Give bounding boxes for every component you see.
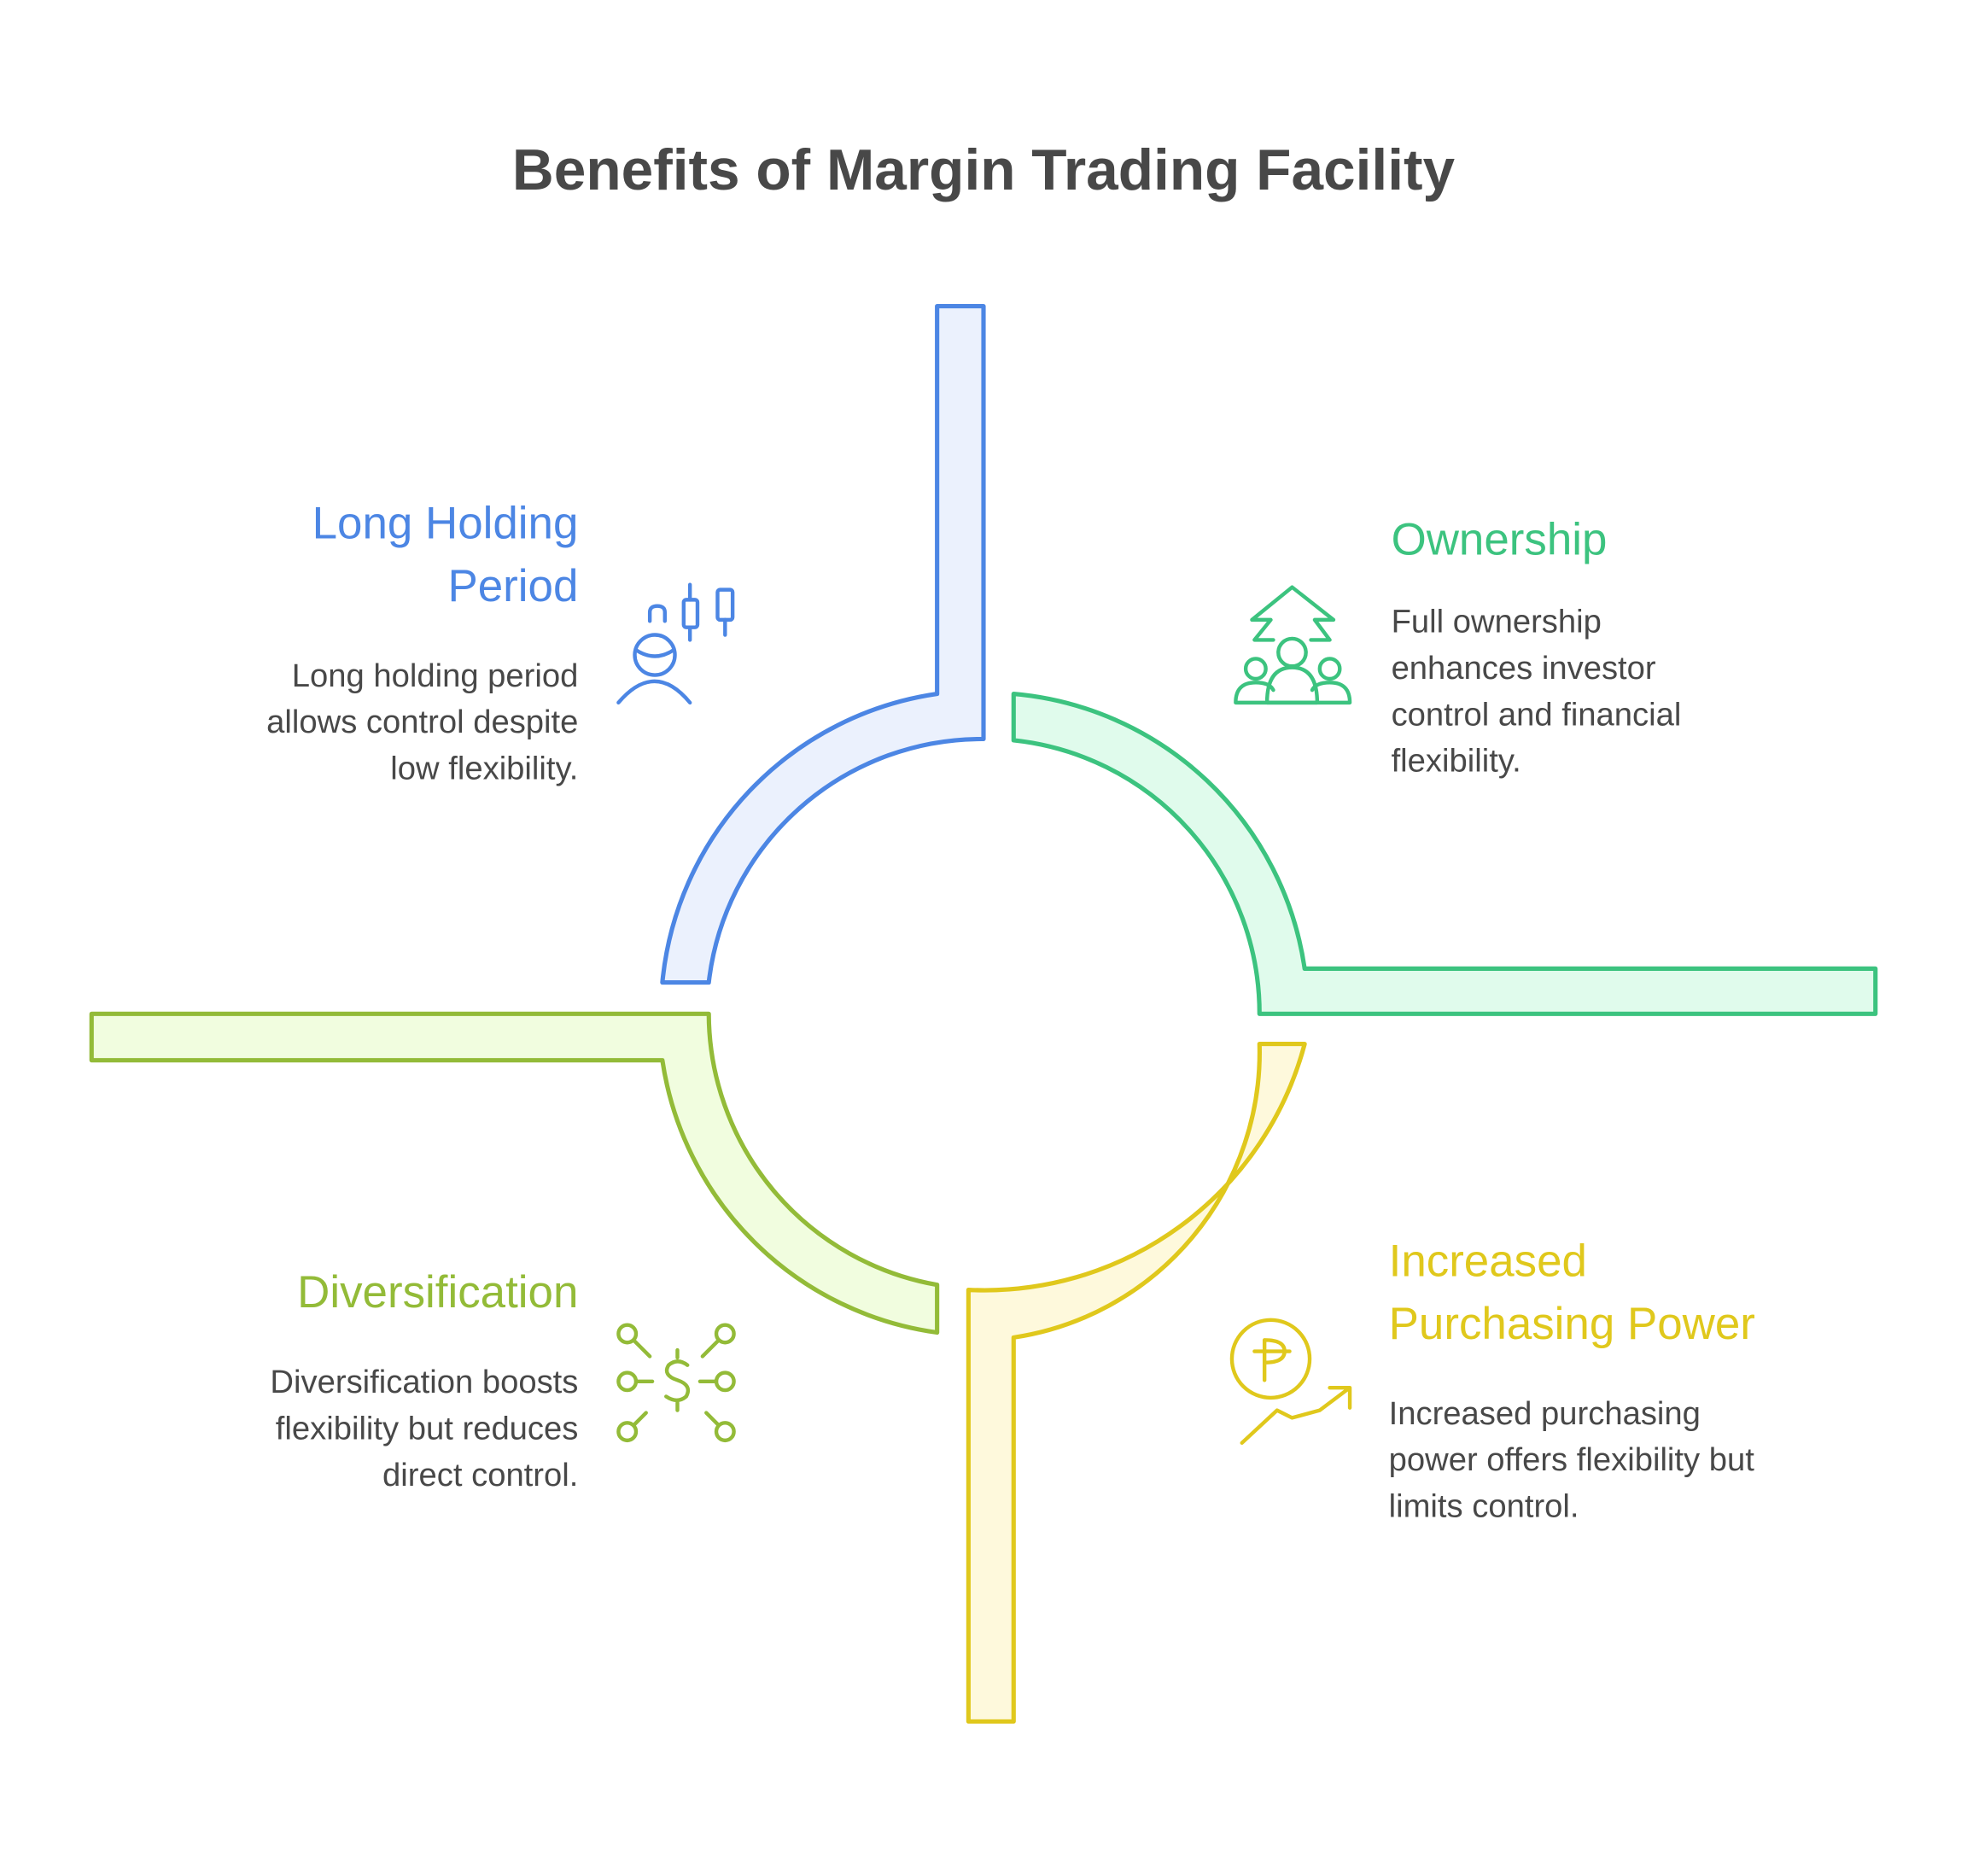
heading-line: Ownership (1391, 512, 1608, 565)
description-diversification: Diversification boosts flexibility but r… (270, 1359, 578, 1498)
heading-diversification: Diversification (297, 1261, 578, 1324)
description-line: direct control. (382, 1455, 579, 1493)
heading-line: Increased (1388, 1234, 1587, 1287)
description-long-holding-period: Long holding period allows control despi… (266, 652, 578, 792)
quadrant-green (1011, 692, 1878, 1016)
heading-line: Long Holding (312, 496, 579, 549)
description-line: flexibility but reduces (275, 1409, 579, 1447)
description-line: enhances investor (1391, 648, 1656, 687)
heading-increased-purchasing-power: Increased Purchasing Power (1389, 1230, 1755, 1355)
heading-ownership: Ownership (1392, 508, 1608, 570)
description-line: Increased purchasing (1388, 1394, 1701, 1432)
description-line: Full ownership (1391, 602, 1602, 640)
investor-candlestick-icon (616, 582, 735, 705)
description-line: control and financial (1391, 695, 1682, 733)
page-title: Benefits of Margin Trading Facility (511, 137, 1456, 202)
description-increased-purchasing-power: Increased purchasing power offers flexib… (1389, 1390, 1754, 1529)
heading-line: Purchasing Power (1388, 1297, 1755, 1349)
description-line: power offers flexibility but (1388, 1440, 1754, 1478)
currency-growth-icon (1229, 1318, 1352, 1446)
description-line: Long holding period (291, 656, 579, 694)
quadrant-yellow (966, 1041, 1307, 1724)
description-line: flexibility. (1391, 741, 1521, 780)
quadrant-blue (660, 303, 986, 985)
description-line: allows control despite (266, 702, 579, 740)
heading-long-holding-period: Long Holding Period (312, 492, 579, 617)
quadrant-lime (89, 1011, 940, 1335)
heading-line: Period (447, 559, 579, 611)
description-line: low flexibility. (390, 749, 579, 787)
heading-line: Diversification (297, 1265, 579, 1318)
description-line: Diversification boosts (270, 1362, 579, 1400)
description-ownership: Full ownership enhances investor control… (1392, 599, 1682, 784)
description-line: limits control. (1388, 1487, 1579, 1525)
diversification-network-icon (616, 1323, 736, 1443)
ownership-group-icon (1234, 585, 1352, 705)
